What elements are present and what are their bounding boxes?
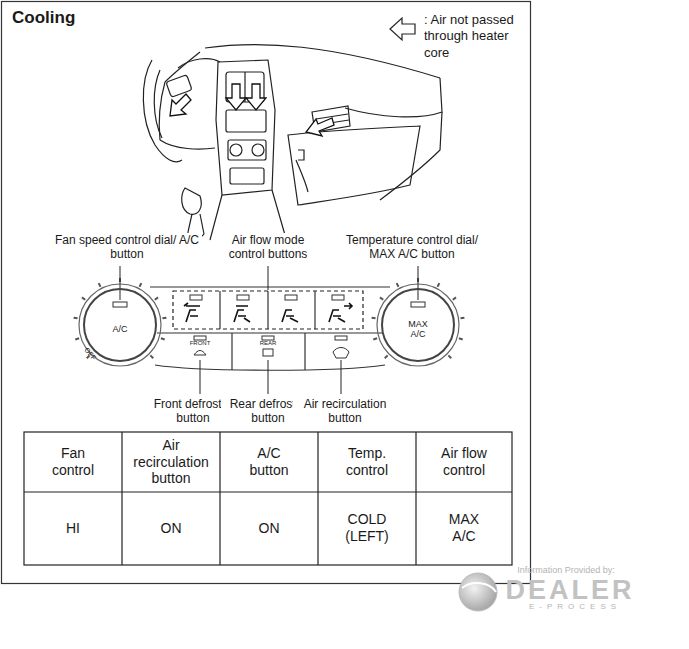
scale-tick (372, 317, 376, 320)
control-dial: MAX A/C (381, 288, 455, 362)
watermark: E-PROCESS (500, 602, 650, 612)
scale-tick (448, 355, 451, 358)
table-cell: COLD (LEFT) (340, 511, 395, 545)
scale-tick (453, 297, 456, 299)
frame (2, 2, 531, 584)
table-header: Air recirculation button (126, 437, 216, 487)
control-panel (79, 284, 459, 370)
scale-tick (385, 355, 388, 358)
watermark: DEALER (480, 574, 660, 606)
leader-lines (120, 266, 418, 394)
table-header: Temp. control (336, 445, 398, 479)
scale-tick (373, 338, 377, 339)
button-marking: REAR (252, 340, 284, 347)
dial-label: A/C (105, 325, 135, 335)
callout-label: Air flow mode control buttons (218, 233, 318, 262)
air-flow-arrows (170, 84, 334, 136)
title: Cooling (12, 8, 75, 28)
table-cell: ON (141, 520, 201, 537)
button-marking: FRONT (184, 340, 216, 347)
mode-icons (184, 303, 352, 322)
callout-label: Fan speed control dial/ A/C button (52, 233, 202, 262)
scale-tick (140, 283, 142, 287)
callout-label: Air recirculation button (293, 397, 398, 426)
table-header: A/C button (244, 445, 294, 479)
legend-text: : Air not passed through heater core (424, 12, 532, 61)
dial-marking: OFF (80, 343, 101, 365)
scale-tick (74, 317, 78, 320)
scale-tick (438, 283, 440, 287)
watermark: Information Provided by: (496, 565, 636, 576)
dashboard-illustration (143, 44, 442, 240)
scale-tick (397, 283, 399, 287)
lower-buttons (194, 336, 349, 358)
table-grid (24, 432, 512, 565)
scale-tick (460, 317, 464, 320)
scale-tick (162, 317, 166, 320)
table-header: Fan control (42, 445, 104, 479)
scale-tick (75, 338, 79, 339)
legend-arrow (390, 18, 415, 40)
scale-tick (459, 338, 463, 339)
table-cell: ON (239, 520, 299, 537)
scale-tick (82, 297, 85, 299)
dial-details (74, 278, 465, 358)
table-cell: MAX A/C (444, 511, 484, 545)
scale-tick (99, 283, 101, 287)
watermark-logo (459, 573, 497, 611)
scale-tick (380, 297, 383, 299)
mode-buttons (190, 295, 344, 300)
scale-tick (155, 297, 158, 299)
dial-label: MAX A/C (403, 320, 433, 340)
callout-label: Temperature control dial/ MAX A/C button (332, 233, 492, 262)
table-cell: HI (43, 520, 103, 537)
scale-tick (161, 338, 165, 339)
control-dial: A/C (83, 288, 157, 362)
scale-tick (150, 355, 153, 358)
watermark-logo (462, 583, 496, 592)
table-header: Air flow control (424, 445, 504, 479)
